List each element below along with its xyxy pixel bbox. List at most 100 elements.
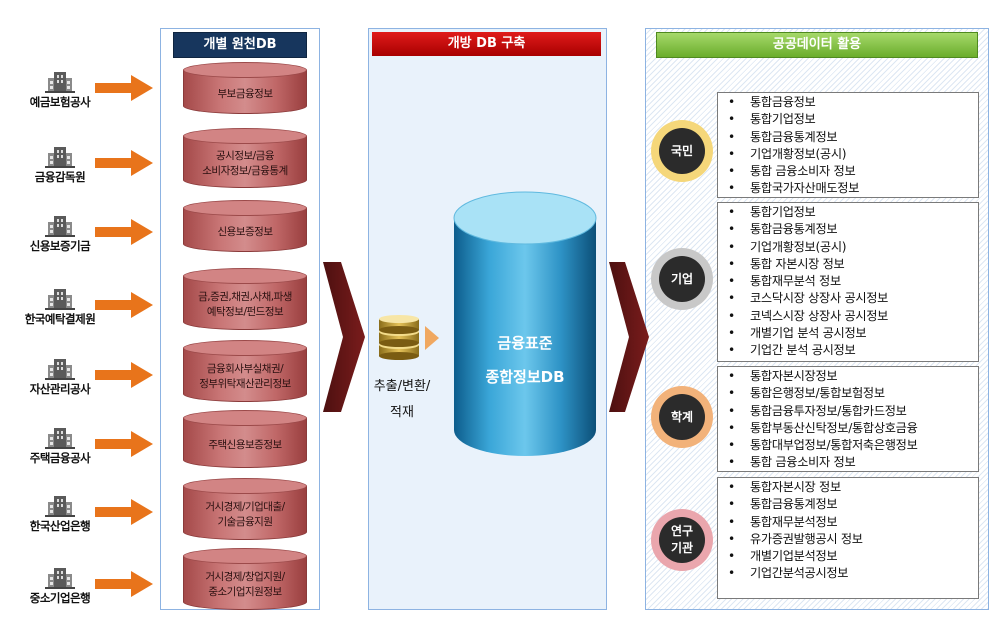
user-group-info-list: •통합자본시장 정보•통합금융통계정보•통합재무분석정보•유가증권발행공시 정보… — [717, 477, 979, 599]
list-item-text: 기업개황정보(공시) — [750, 239, 847, 254]
list-item: • 통합 금융소비자 정보 — [728, 454, 978, 471]
bullet-icon: • — [728, 205, 735, 219]
user-group-name: 기업 — [670, 271, 694, 286]
list-item-text: 통합금융정보 — [750, 95, 816, 109]
source-db-cylinder: 금융회사부실채권/정부위탁재산관리정보 — [183, 340, 307, 402]
flow-arrow-2-icon — [609, 262, 649, 412]
central-db-label-line2: 종합정보DB — [485, 368, 565, 386]
source-db-cylinder: 거시경제/기업대출/기술금융지원 — [183, 478, 307, 540]
bullet-icon: • — [728, 181, 735, 196]
etl-label-line1: 추출/변환/ — [373, 379, 431, 394]
open-db-header: 개방 DB 구축 — [372, 32, 601, 56]
user-group-info-list: •통합금융정보•통합기업정보•통합금융통계정보•기업개황정보(공시)•통합 금융… — [717, 92, 979, 198]
list-item-text: 통합 금융소비자 정보 — [750, 455, 856, 470]
institution: 주택금융공사 — [0, 426, 120, 466]
list-item-text: 개별기업 분석 공시정보 — [750, 326, 867, 341]
source-db-label: 거시경제/창업지원/ — [205, 571, 285, 583]
list-item: • 통합금융정보 — [728, 94, 978, 111]
building-icon — [45, 147, 75, 168]
institution: 자산관리공사 — [0, 357, 120, 397]
building-icon — [45, 359, 75, 380]
list-item: •통합재무분석정보 — [728, 514, 978, 531]
list-item: •통합자본시장정보 — [728, 368, 978, 385]
list-item: •통합기업정보 — [728, 111, 978, 128]
institution-name: 주택금융공사 — [29, 451, 91, 465]
list-item-text: 통합 금융소비자 정보 — [750, 164, 856, 179]
list-item-text: 코넥스시장 상장사 공시정보 — [750, 308, 889, 323]
list-item-text: 코스닥시장 상장사 공시정보 — [750, 291, 889, 306]
etl-label-line2: 적재 — [390, 405, 414, 420]
building-icon — [45, 72, 75, 93]
list-item: • 통합재무분석 정보 — [728, 273, 978, 290]
building-icon — [45, 289, 75, 310]
public-data-header: 공공데이터 활용 — [656, 32, 978, 58]
source-db-label: 소비자정보/금융통계 — [202, 165, 288, 177]
list-item: •통합금융투자정보/통합카드정보 — [728, 403, 978, 420]
list-item-text: 통합금융통계정보 — [750, 222, 838, 237]
source-db-cylinder: 거시경제/창업지원/중소기업지원정보 — [183, 548, 307, 610]
institution: 중소기업은행 — [0, 566, 120, 606]
list-item: • 통합기업정보 — [728, 204, 978, 221]
list-item-text: 통합기업정보 — [750, 112, 816, 127]
database-stack-icon — [379, 315, 419, 360]
arrow-right-icon — [95, 571, 153, 597]
arrow-right-icon — [95, 219, 153, 245]
list-item-text: 통합자본시장 정보 — [750, 480, 841, 494]
institution: 금융감독원 — [0, 145, 120, 185]
bullet-icon: • — [728, 326, 735, 341]
list-item-text: 유가증권발행공시 정보 — [750, 531, 863, 546]
bullet-icon: • — [728, 146, 735, 161]
list-item: •개별기업분석정보 — [728, 548, 978, 565]
source-db-cylinder: 주택신용보증정보 — [183, 410, 307, 468]
list-item-text: 통합 자본시장 정보 — [750, 256, 845, 271]
list-item: • 개별기업 분석 공시정보 — [728, 325, 978, 342]
building-icon — [45, 428, 75, 449]
list-item-text: 통합금융통계정보 — [750, 129, 838, 144]
central-db-label: 금융표준 종합정보DB — [455, 330, 595, 390]
list-item: • 통합금융통계정보 — [728, 129, 978, 146]
bullet-icon: • — [728, 274, 735, 289]
arrow-right-icon — [95, 362, 153, 388]
user-group-name: 학계 — [670, 409, 694, 424]
source-db-cylinder: 신용보증정보 — [183, 200, 307, 252]
list-item-text: 통합금융투자정보/통합카드정보 — [750, 403, 907, 418]
list-item: • 통합은행정보/통합보험정보 — [728, 385, 978, 402]
bullet-icon: • — [728, 438, 735, 453]
bullet-icon: • — [728, 531, 735, 546]
bullet-icon: • — [728, 455, 735, 470]
source-db-label: 기술금융지원 — [217, 516, 273, 528]
source-db-cylinder: 부보금융정보 — [183, 62, 307, 114]
institution-name: 금융감독원 — [34, 170, 86, 184]
list-item: •통합국가자산매도정보 — [728, 180, 978, 197]
bullet-icon: • — [728, 480, 735, 494]
source-db-label: 금융회사부실채권/ — [206, 363, 284, 375]
list-item: •통합부동산신탁정보/통합상호금융 — [728, 420, 978, 437]
user-group-name: 국민 — [670, 143, 694, 158]
list-item-text: 통합은행정보/통합보험정보 — [750, 386, 885, 401]
list-item: • 통합자본시장 정보 — [728, 479, 978, 496]
list-item: •기업개황정보(공시) — [728, 239, 978, 256]
list-item-text: 통합기업정보 — [750, 205, 816, 219]
list-item-text: 통합자본시장정보 — [750, 369, 838, 383]
list-item-text: 통합금융통계정보 — [750, 497, 838, 512]
user-group-info-list: •통합자본시장정보•통합은행정보/통합보험정보•통합금융투자정보/통합카드정보•… — [717, 366, 979, 472]
source-db-label: 정부위탁재산관리정보 — [199, 378, 291, 390]
bullet-icon: • — [728, 129, 735, 144]
user-group-info-list: •통합기업정보•통합금융통계정보•기업개황정보(공시)•통합 자본시장 정보•통… — [717, 202, 979, 362]
user-group-name: 연구 — [670, 524, 694, 538]
list-item: •통합 금융소비자 정보 — [728, 163, 978, 180]
building-icon — [45, 496, 75, 517]
list-item: •기업간 분석 공시정보 — [728, 342, 978, 359]
list-item: • 기업개황정보(공시) — [728, 146, 978, 163]
list-item-text: 기업개황정보(공시) — [750, 146, 847, 161]
list-item: •통합 자본시장 정보 — [728, 256, 978, 273]
bullet-icon: • — [728, 95, 735, 109]
user-group-badge: 학계 — [651, 386, 713, 448]
institution-name: 한국예탁결제원 — [24, 312, 96, 326]
list-item-text: 통합대부업정보/통합저축은행정보 — [750, 438, 918, 453]
bullet-icon: • — [728, 386, 735, 401]
list-item-text: 통합재무분석 정보 — [750, 274, 841, 289]
flow-arrow-1-icon — [323, 262, 365, 412]
